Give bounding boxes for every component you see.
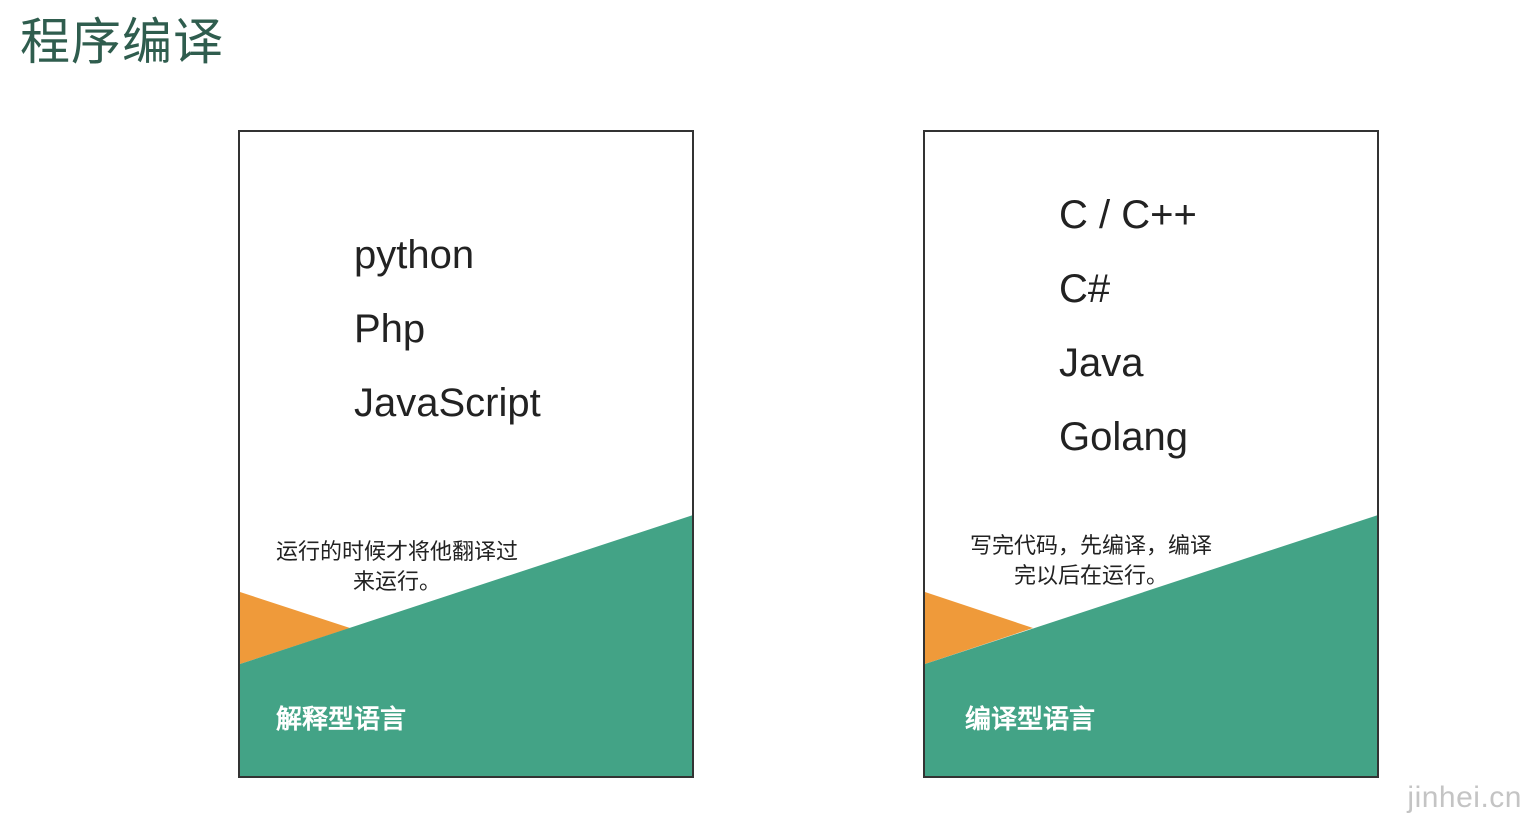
language-list: C / C++ C# Java Golang xyxy=(1059,178,1197,474)
orange-triangle xyxy=(925,592,1033,664)
card-description-line: 写完代码，先编译，编译 xyxy=(969,534,1212,559)
language-list: python Php JavaScript xyxy=(354,218,541,440)
card-background-shapes xyxy=(240,515,692,776)
green-wedge xyxy=(240,515,692,776)
language-item-python: python xyxy=(354,233,475,277)
watermark: jinhei.cn xyxy=(1407,781,1522,814)
language-item-golang: Golang xyxy=(1059,415,1188,459)
card-description: 运行的时候才将他翻译过 来运行。 xyxy=(252,538,542,598)
language-item-php: Php xyxy=(354,307,426,351)
interpreted-language-card: python Php JavaScript 运行的时候才将他翻译过 来运行。 解… xyxy=(238,130,694,778)
card-description-line: 完以后在运行。 xyxy=(1013,564,1168,589)
green-wedge xyxy=(925,515,1377,776)
card-category-label: 编译型语言 xyxy=(965,705,1096,735)
card-category-label: 解释型语言 xyxy=(276,705,407,735)
card-description-line: 运行的时候才将他翻译过 xyxy=(275,540,518,565)
language-item-c-cpp: C / C++ xyxy=(1059,193,1197,237)
card-background-shapes xyxy=(925,515,1377,776)
language-item-javascript: JavaScript xyxy=(354,381,541,425)
language-item-csharp: C# xyxy=(1059,267,1111,311)
compiled-language-card: C / C++ C# Java Golang 写完代码，先编译，编译 完以后在运… xyxy=(923,130,1379,778)
card-description-line: 来运行。 xyxy=(352,570,441,595)
language-item-java: Java xyxy=(1059,341,1144,385)
orange-triangle xyxy=(240,592,350,664)
page-title: 程序编译 xyxy=(20,13,224,71)
card-description: 写完代码，先编译，编译 完以后在运行。 xyxy=(941,532,1241,592)
